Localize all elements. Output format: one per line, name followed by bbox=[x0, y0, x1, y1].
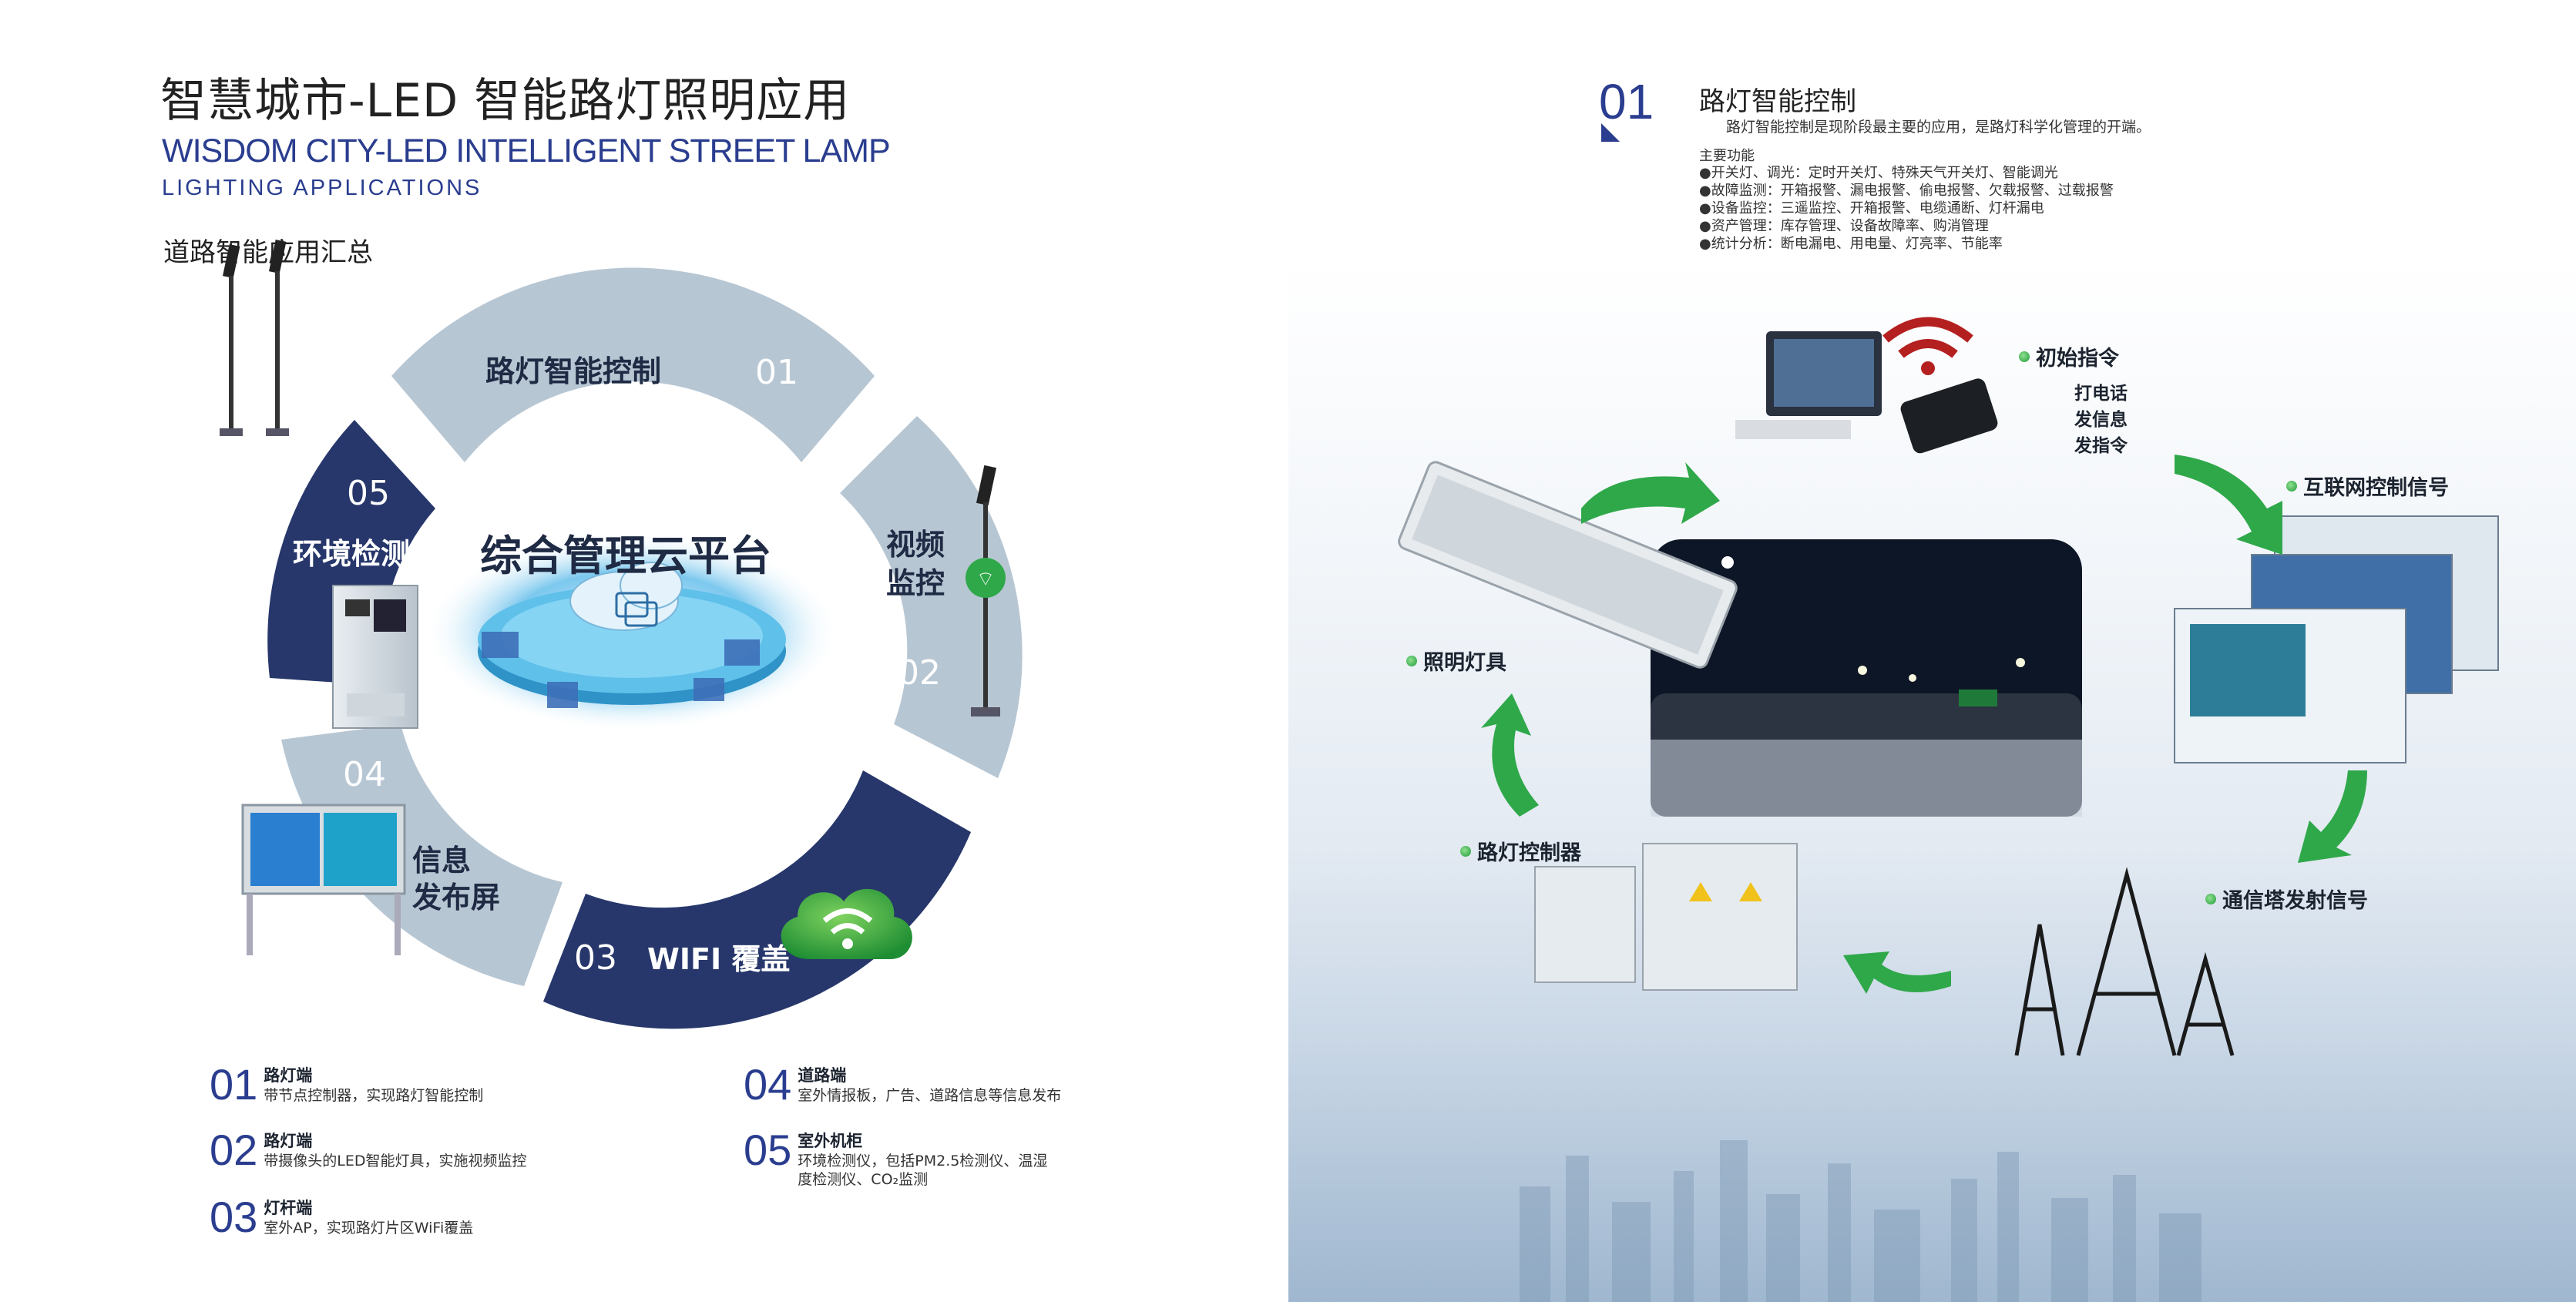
segment-02-label-line1: 视频 bbox=[886, 528, 945, 562]
segment-04-number: 04 bbox=[343, 755, 386, 794]
street-lamp-controller-icon bbox=[1534, 843, 1798, 991]
platform-panel-icon bbox=[547, 682, 578, 708]
tower-signal-text: 通信塔发射信号 bbox=[2222, 889, 2368, 913]
platform-panel-icon bbox=[724, 639, 760, 666]
legend-number: 03 bbox=[210, 1193, 258, 1241]
section-number: 01 bbox=[1599, 74, 1654, 129]
right-page bbox=[1288, 0, 2576, 1302]
legend-number: 02 bbox=[210, 1126, 258, 1174]
segment-04-label-line2: 发布屏 bbox=[412, 881, 500, 914]
feature-item: ●资产管理：库存管理、设备故障率、购消管理 bbox=[1699, 218, 1989, 234]
controller-text: 路灯控制器 bbox=[1477, 841, 1581, 865]
sub-command-message: 发信息 bbox=[2074, 410, 2128, 430]
feature-item: ●设备监控：三遥监控、开箱报警、电缆通断、灯杆漏电 bbox=[1699, 200, 2044, 216]
legend-item-03: 03 灯杆端 室外AP，实现路灯片区WiFi覆盖 bbox=[210, 1196, 473, 1239]
lamp-label: 照明灯具 bbox=[1406, 646, 1506, 676]
legend-item-05: 05 室外机柜 环境检测仪，包括PM2.5检测仪、温湿 度检测仪、CO₂监测 bbox=[744, 1129, 1047, 1189]
feature-item: ●故障监测：开箱报警、漏电报警、偷电报警、欠载报警、过载报警 bbox=[1699, 183, 2114, 199]
segment-03-number: 03 bbox=[574, 938, 617, 978]
info-display-screen-icon bbox=[241, 804, 406, 955]
feature-item: ●开关灯、调光：定时开关灯、特殊天气开关灯、智能调光 bbox=[1699, 165, 2058, 181]
computer-phone-icon bbox=[1735, 317, 1998, 454]
legend-item-01: 01 路灯端 带节点控制器，实现路灯智能控制 bbox=[210, 1063, 483, 1106]
bullet-dot-icon bbox=[1406, 655, 1417, 666]
bullet-dot-icon bbox=[1460, 845, 1471, 857]
bullet-dot-icon bbox=[2205, 893, 2216, 904]
legend-number: 01 bbox=[210, 1060, 258, 1109]
segment-02-label-line2: 监控 bbox=[886, 566, 945, 600]
segment-05-number: 05 bbox=[347, 474, 390, 513]
sub-command-instruction: 发指令 bbox=[2074, 436, 2128, 456]
wifi-cloud-icon bbox=[781, 888, 912, 959]
legend-title: 路灯端 bbox=[264, 1066, 313, 1085]
segment-01-label: 路灯智能控制 bbox=[485, 354, 661, 388]
section-subhead: 道路智能应用汇总 bbox=[163, 237, 373, 268]
segment-02-number: 02 bbox=[898, 653, 941, 693]
legend-item-02: 02 路灯端 带摄像头的LED智能灯具，实施视频监控 bbox=[210, 1129, 527, 1172]
features-heading: 主要功能 bbox=[1699, 148, 1755, 164]
platform-panel-icon bbox=[694, 678, 724, 701]
platform-panel-icon bbox=[482, 632, 519, 658]
communication-tower-icon bbox=[2014, 867, 2235, 1056]
ring-segment-03 bbox=[543, 770, 971, 1029]
tower-signal-label: 通信塔发射信号 bbox=[2205, 884, 2368, 914]
section-marker-icon bbox=[1601, 123, 1620, 142]
legend-number: 04 bbox=[744, 1060, 792, 1109]
camera-lamp-pole-icon: ⌔ bbox=[966, 465, 1006, 716]
control-software-screens-icon bbox=[2174, 515, 2499, 763]
legend-title: 灯杆端 bbox=[264, 1199, 313, 1217]
bullet-dot-icon bbox=[2286, 480, 2297, 492]
application-ring-diagram: 综合管理云平台 路灯智能控制 01 视频 监控 02 ⌔ 03 WIFI 覆盖 bbox=[154, 231, 1102, 1048]
wifi-icon: ⌔ bbox=[976, 568, 995, 591]
segment-04-label-line1: 信息 bbox=[412, 844, 471, 878]
page-subtitle-english: LIGHTING APPLICATIONS bbox=[162, 176, 482, 200]
legend-desc-line1: 环境检测仪，包括PM2.5检测仪、温湿 bbox=[798, 1153, 1048, 1169]
legend-desc: 室外AP，实现路灯片区WiFi覆盖 bbox=[264, 1220, 474, 1237]
controller-label: 路灯控制器 bbox=[1460, 836, 1581, 866]
legend-desc: 带节点控制器，实现路灯智能控制 bbox=[264, 1087, 484, 1104]
legend-desc: 带摄像头的LED智能灯具，实施视频监控 bbox=[264, 1153, 527, 1169]
ring-segment-04 bbox=[281, 724, 563, 986]
legend-title: 室外机柜 bbox=[798, 1132, 863, 1150]
bullet-dot-icon bbox=[2019, 351, 2030, 362]
flow-arrow-icon bbox=[1481, 455, 2367, 994]
cloud-icon bbox=[569, 562, 683, 631]
init-command-label: 初始指令 bbox=[2019, 341, 2119, 371]
legend-desc: 室外情报板，广告、道路信息等信息发布 bbox=[798, 1087, 1062, 1104]
init-command-text: 初始指令 bbox=[2036, 347, 2119, 371]
section-title: 路灯智能控制 bbox=[1699, 86, 1856, 117]
page-title-english: WISDOM CITY-LED INTELLIGENT STREET LAMP bbox=[162, 133, 891, 169]
section-intro: 路灯智能控制是现阶段最主要的应用，是路灯科学化管理的开端。 bbox=[1726, 119, 2151, 136]
legend-title: 路灯端 bbox=[264, 1132, 313, 1150]
segment-01-number: 01 bbox=[755, 353, 798, 392]
segment-05-label: 环境检测 bbox=[293, 537, 410, 571]
street-lamp-pole-icon bbox=[220, 240, 289, 436]
ring-segment-05 bbox=[267, 420, 435, 686]
ring-segment-01 bbox=[391, 267, 875, 462]
internet-signal-label: 互联网控制信号 bbox=[2286, 471, 2449, 501]
ring-segment-02 bbox=[840, 416, 1023, 778]
segment-03-label: WIFI 覆盖 bbox=[647, 942, 790, 976]
page-title: 智慧城市-LED 智能路灯照明应用 bbox=[160, 74, 851, 128]
feature-item: ●统计分析：断电漏电、用电量、灯亮率、节能率 bbox=[1699, 236, 2003, 252]
legend-item-04: 04 道路端 室外情报板，广告、道路信息等信息发布 bbox=[744, 1063, 1061, 1106]
center-title: 综合管理云平台 bbox=[480, 532, 771, 580]
internet-signal-text: 互联网控制信号 bbox=[2303, 476, 2449, 500]
city-skyline-background bbox=[1520, 1140, 2202, 1302]
outdoor-cabinet-icon bbox=[332, 585, 418, 729]
lamp-text: 照明灯具 bbox=[1423, 651, 1506, 675]
led-lamp-fixture-icon bbox=[1398, 461, 1738, 669]
legend-desc-line2: 度检测仪、CO₂监测 bbox=[798, 1171, 929, 1188]
sub-command-call: 打电话 bbox=[2074, 384, 2128, 404]
legend-number: 05 bbox=[744, 1126, 792, 1174]
legend-title: 道路端 bbox=[798, 1066, 847, 1085]
night-road-photo bbox=[1651, 539, 2082, 817]
